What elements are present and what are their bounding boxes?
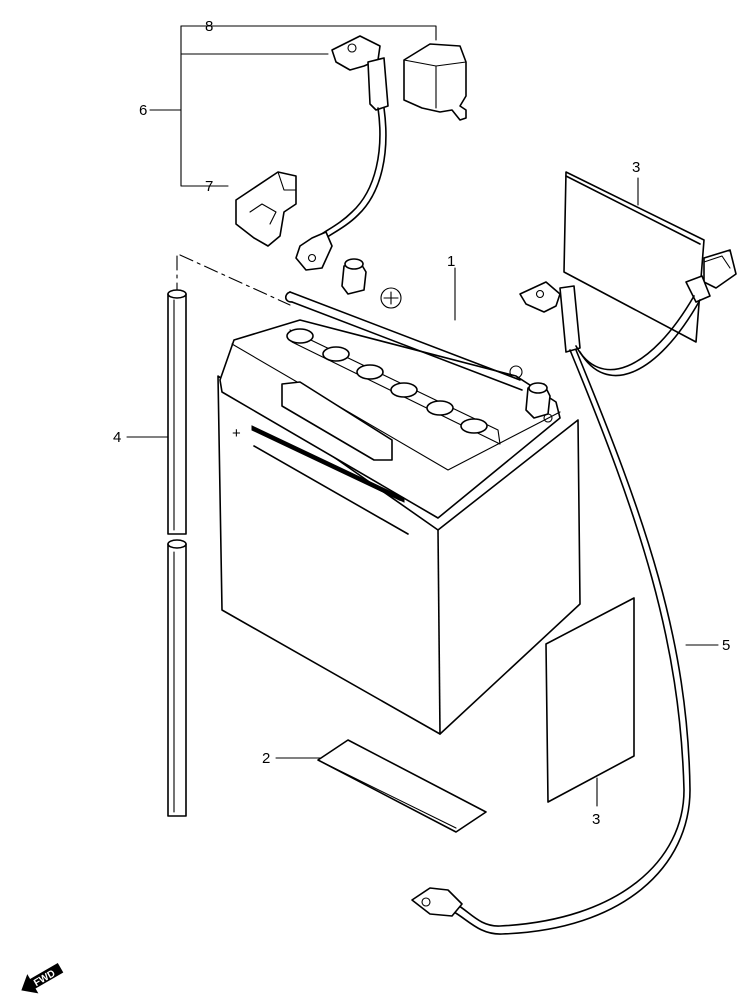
fwd-label: FWD [32, 968, 57, 989]
info-sheet-bottom-part [545, 597, 635, 803]
callout-2: 2 [262, 750, 270, 767]
info-sheet-top-part [563, 171, 737, 343]
leader-lines [126, 25, 719, 807]
callout-8: 8 [205, 18, 213, 35]
battery-part [217, 258, 581, 735]
callout-5: 5 [722, 637, 730, 654]
positive-lead-part [295, 35, 389, 271]
callout-7: 7 [205, 178, 213, 195]
callout-6: 6 [139, 102, 147, 119]
callout-3-bottom: 3 [592, 811, 600, 828]
vent-tube-part [167, 289, 187, 817]
fwd-arrow-badge: FWD [21, 962, 64, 994]
callout-3-top: 3 [632, 159, 640, 176]
negative-lead-part [411, 281, 701, 935]
terminal-cap-part [235, 171, 297, 247]
terminal-cover-part [403, 43, 467, 121]
callout-labels: 8 6 7 1 3 4 5 2 3 + [113, 18, 730, 828]
callout-4: 4 [113, 429, 121, 446]
battery-plus-mark: + [232, 425, 241, 442]
battery-pad-part [317, 739, 487, 833]
callout-1: 1 [447, 253, 455, 270]
